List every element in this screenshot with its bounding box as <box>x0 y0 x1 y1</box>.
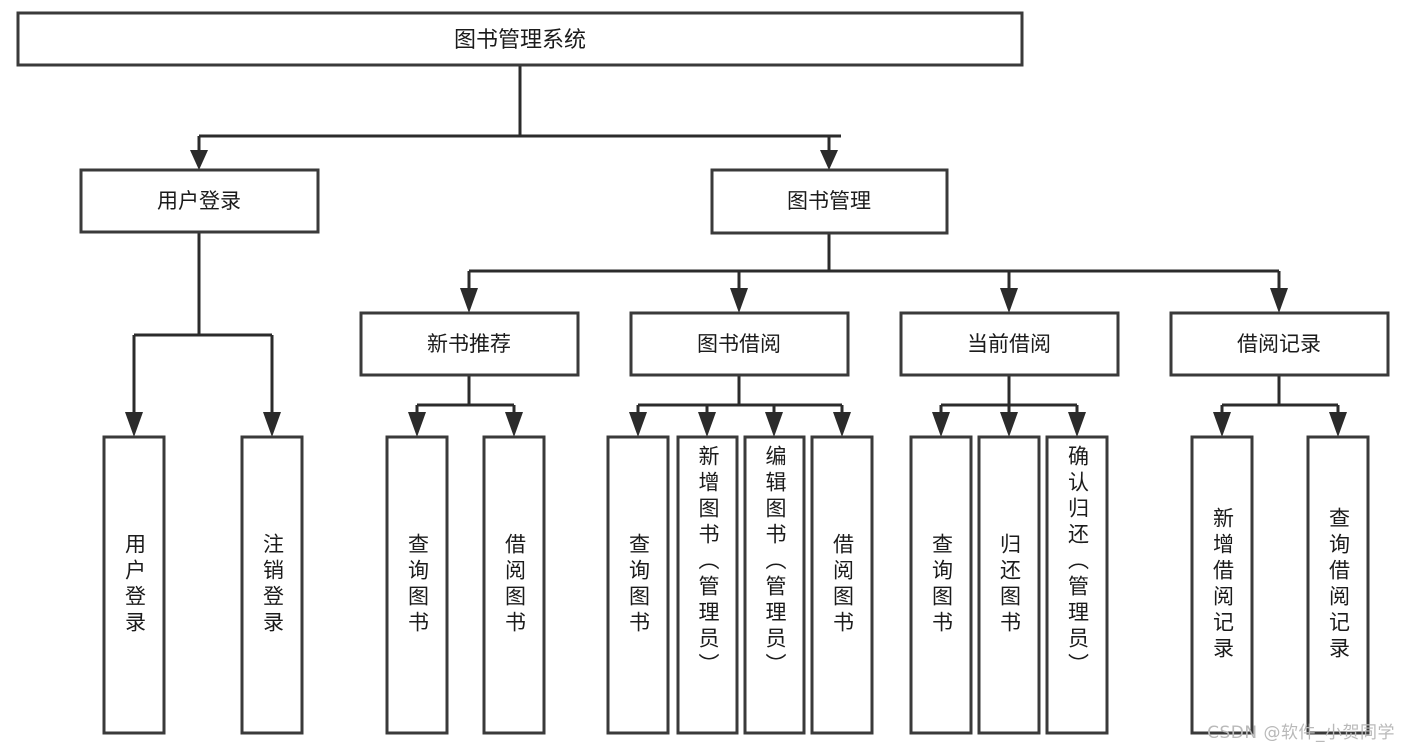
node-book-manage-box[interactable] <box>710 168 949 235</box>
node-new-book-recommend-label: 新书推荐 <box>427 332 511 356</box>
leaf-box-query-book-3[interactable] <box>909 435 973 735</box>
arrow-to-leaf-add-book <box>698 412 716 437</box>
node-borrow-record-box[interactable] <box>1169 311 1390 377</box>
arrow-to-book-manage <box>820 150 838 170</box>
node-current-borrow-label: 当前借阅 <box>967 332 1051 356</box>
node-borrow-record[interactable]: 借阅记录 <box>1169 311 1390 377</box>
arrow-to-new-book-recommend <box>460 288 478 313</box>
leaf-box-query-record[interactable] <box>1306 435 1370 735</box>
arrow-to-leaf-user-login <box>125 412 143 437</box>
leaf-box-return-book[interactable] <box>977 435 1041 735</box>
leaf-box-add-book[interactable] <box>676 435 739 735</box>
leaf-box-confirm-return[interactable] <box>1045 435 1109 735</box>
leaf-box-query-book-1[interactable] <box>385 435 449 735</box>
arrow-to-user-login <box>190 150 208 170</box>
leaf-box-user-logout[interactable] <box>240 435 304 735</box>
arrow-to-leaf-user-logout <box>263 412 281 437</box>
node-book-borrow-label: 图书借阅 <box>697 332 781 356</box>
node-book-manage[interactable]: 图书管理 <box>710 168 949 235</box>
csdn-watermark: CSDN @软件_小贺同学 <box>1207 723 1395 743</box>
leaf-box-add-record[interactable] <box>1190 435 1254 735</box>
arrow-to-leaf-query-record <box>1329 412 1347 437</box>
leaf-box-borrow-book-2[interactable] <box>810 435 874 735</box>
arrow-to-leaf-confirm-return <box>1068 412 1086 437</box>
leaf-box-user-login[interactable] <box>102 435 166 735</box>
node-book-borrow-box[interactable] <box>629 311 850 377</box>
node-current-borrow-box[interactable] <box>899 311 1120 377</box>
node-borrow-record-label: 借阅记录 <box>1237 332 1321 356</box>
arrow-to-current-borrow <box>1000 288 1018 313</box>
node-user-login-label: 用户登录 <box>157 189 241 213</box>
arrow-to-leaf-query-book-1 <box>408 412 426 437</box>
node-book-manage-label: 图书管理 <box>787 189 871 213</box>
node-user-login-box[interactable] <box>79 168 320 234</box>
node-new-book-recommend-box[interactable] <box>359 311 580 377</box>
connector-layer <box>125 65 1347 437</box>
arrow-to-leaf-query-book-3 <box>932 412 950 437</box>
arrow-to-leaf-edit-book <box>765 412 783 437</box>
node-user-login[interactable]: 用户登录 <box>79 168 320 234</box>
arrow-to-leaf-return-book <box>1000 412 1018 437</box>
node-book-borrow[interactable]: 图书借阅 <box>629 311 850 377</box>
node-root[interactable]: 图书管理系统 <box>16 11 1024 67</box>
node-current-borrow[interactable]: 当前借阅 <box>899 311 1120 377</box>
arrow-to-leaf-borrow-book-2 <box>833 412 851 437</box>
node-root-box[interactable] <box>16 11 1024 67</box>
arrow-to-leaf-query-book-2 <box>629 412 647 437</box>
leaf-box-query-book-2[interactable] <box>606 435 670 735</box>
arrow-to-book-borrow <box>730 288 748 313</box>
arrow-to-leaf-add-record <box>1213 412 1231 437</box>
node-new-book-recommend[interactable]: 新书推荐 <box>359 311 580 377</box>
arrow-to-leaf-borrow-book-1 <box>505 412 523 437</box>
leaf-box-borrow-book-1[interactable] <box>482 435 546 735</box>
arrow-to-borrow-record <box>1270 288 1288 313</box>
node-root-label: 图书管理系统 <box>454 28 586 53</box>
leaf-box-edit-book[interactable] <box>743 435 806 735</box>
